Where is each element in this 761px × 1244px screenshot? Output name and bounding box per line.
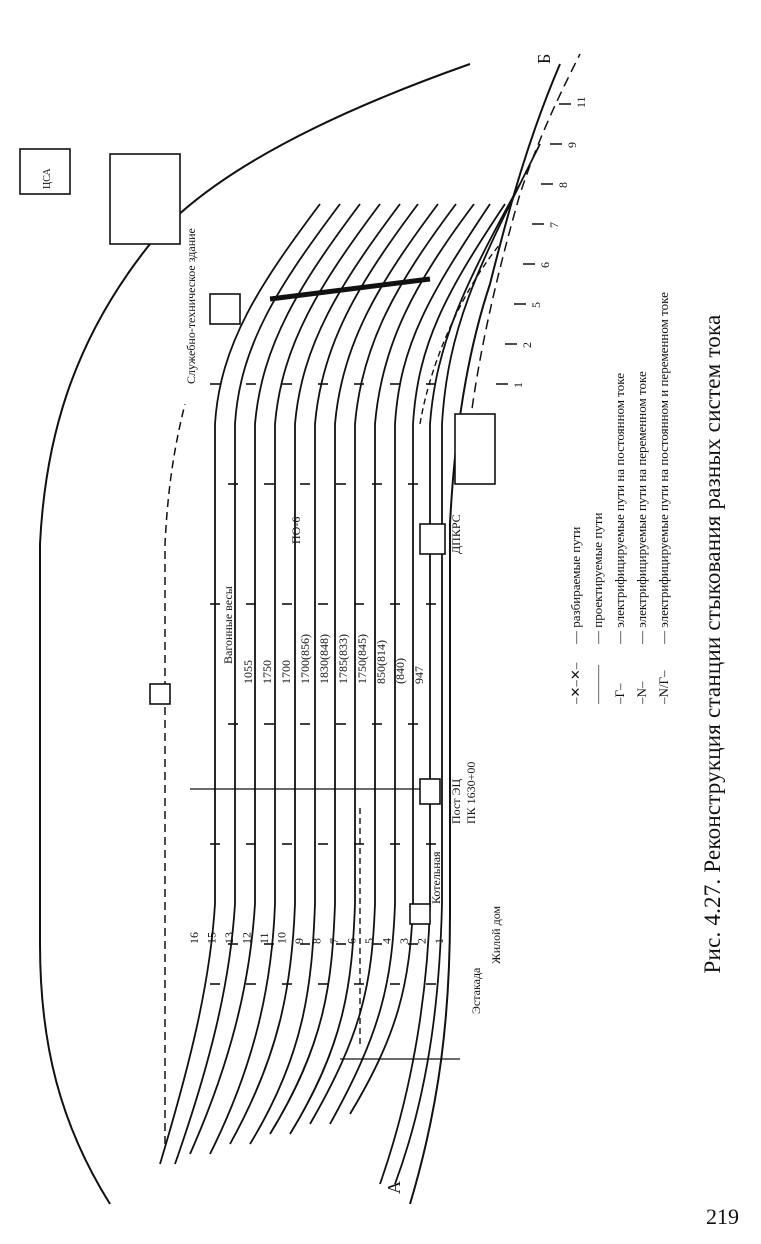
main-line-top [39, 63, 471, 1205]
milepost-label: 8 [556, 182, 570, 188]
track-length-label: 1750 [260, 660, 274, 684]
station-tracks [159, 143, 541, 1185]
road-crossing [269, 276, 431, 302]
track-number: 9 [292, 938, 306, 944]
label-picket: ПК 1630+00 [464, 762, 478, 824]
figure-caption: Рис. 4.27. Реконструкция станции стыкова… [700, 314, 725, 974]
milepost-label: 9 [565, 142, 579, 148]
track-number: 8 [310, 938, 324, 944]
milepost-label: 1 [511, 382, 525, 388]
track-length-label: 1700 [279, 660, 293, 684]
milepost-label: 5 [529, 302, 543, 308]
main-line-bottom [409, 63, 561, 1205]
track-number: 10 [275, 932, 289, 944]
legend: –✕–✕– — разбираемые пути ——— — проектируемы… [568, 292, 671, 705]
track-number: 7 [327, 938, 341, 944]
switch-ticks [210, 383, 436, 985]
track-number: 6 [345, 938, 359, 944]
track-number: 15 [205, 932, 219, 944]
track-number: 12 [240, 932, 254, 944]
legend-symbol: –✕–✕– [568, 662, 583, 705]
crossing-lines [190, 788, 460, 1060]
legend-label: — электрифицируемые пути на постоянном и… [656, 292, 671, 645]
page-number: 219 [706, 1204, 739, 1229]
building-right [454, 413, 496, 485]
label-tsa: ЦСА [42, 168, 53, 189]
track-number: 1 [432, 938, 446, 944]
label-po: ПО-6 [289, 517, 303, 544]
legend-label: — электрифицируемые пути на постоянном т… [612, 373, 627, 645]
milepost-label: 7 [547, 222, 561, 228]
track-length-label: 1830(848) [317, 634, 331, 684]
label-post: Пост ЭЦ [449, 779, 463, 824]
projected-track [164, 403, 186, 1144]
track-number: 13 [222, 932, 236, 944]
building-service [209, 293, 241, 325]
legend-symbol: –N– [634, 681, 649, 705]
legend-label: — разбираемые пути [568, 527, 583, 645]
building-large [109, 153, 181, 245]
label-boiler: Котельная [429, 851, 443, 904]
buildings [19, 148, 496, 925]
track-number: 16 [187, 932, 201, 944]
label-dpkrs: ДПКРС [449, 514, 463, 554]
label-service: Служебно-техническое здание [184, 228, 198, 384]
legend-symbol: –Г– [612, 683, 627, 705]
label-scales: Вагонные весы [221, 586, 235, 664]
track-length-label: 1700(856) [298, 634, 312, 684]
building-post [419, 778, 441, 805]
track-number: 3 [397, 938, 411, 944]
building-small-2 [409, 903, 431, 925]
milepost-label: 2 [520, 342, 534, 348]
building-tsa [19, 148, 71, 195]
building-small-1 [149, 683, 171, 705]
legend-symbol: ——— [590, 664, 605, 705]
track-length-label: 1750(845) [355, 634, 369, 684]
legend-symbol: –N/Г– [656, 670, 671, 705]
right-track [469, 53, 581, 425]
track-number: 2 [415, 938, 429, 944]
track-length-label: 1785(833) [336, 634, 350, 684]
building-dpkrs [419, 523, 446, 555]
track-length-label: 850(814) [374, 640, 388, 684]
label-house: Жилой дом [489, 906, 503, 964]
legend-label: — электрифицируемые пути на переменном т… [634, 371, 649, 645]
track-length-label: 947 [412, 666, 426, 684]
track-number: 5 [362, 938, 376, 944]
track-length-label: 1055 [241, 660, 255, 684]
milepost-label: 11 [574, 96, 588, 108]
legend-label: — проектируемые пути [590, 513, 605, 645]
label-trestle: Эстакада [469, 967, 483, 1014]
track-length-labels: 1055 1750 1700 1700(856) 1830(848) 1785(833) 1… [241, 634, 426, 684]
track-number: 4 [380, 938, 394, 944]
milepost-label: 6 [538, 262, 552, 268]
endpoint-left: А [384, 1181, 404, 1194]
endpoint-right: Б [534, 54, 554, 64]
milepost-labels: 1 2 5 6 7 8 9 11 [496, 96, 588, 388]
track-number: 11 [257, 932, 271, 944]
track-length-label: (840) [393, 658, 407, 684]
